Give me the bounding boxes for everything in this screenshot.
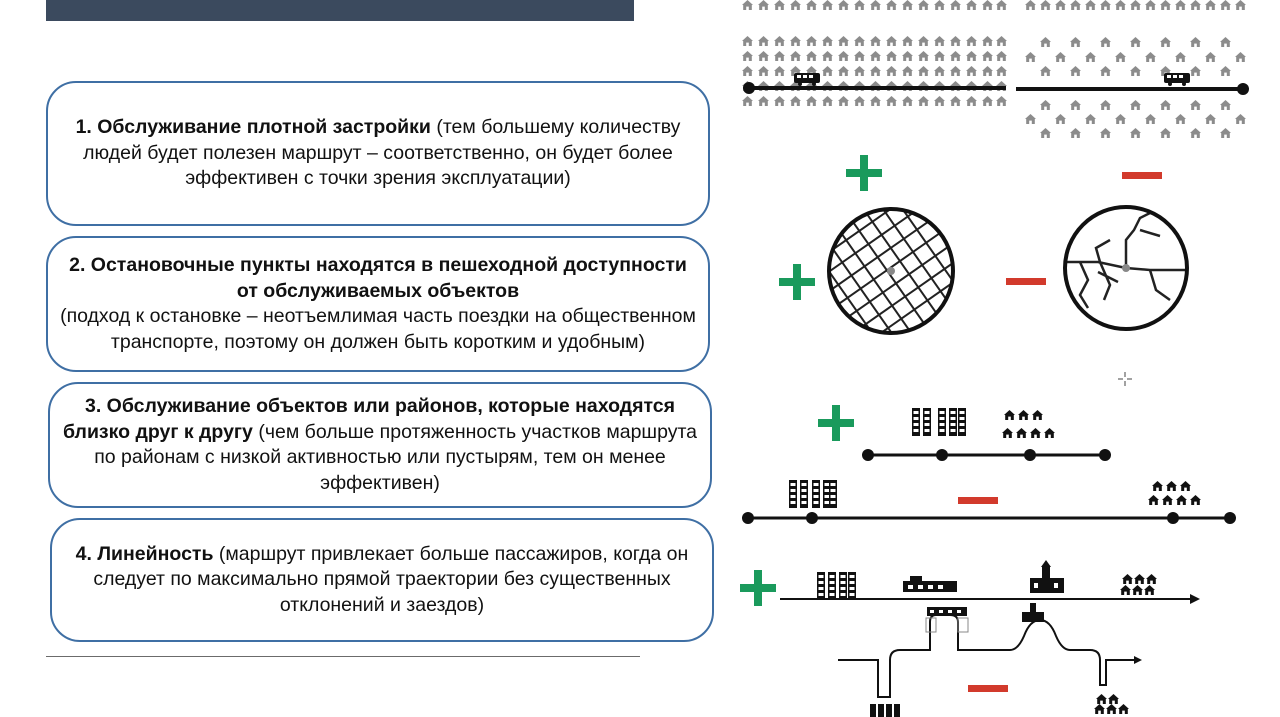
sparse-houses-right [1025,0,1246,138]
factory-icon [903,576,957,592]
crosshair-cursor-icon [1118,372,1132,386]
church-icon [1030,560,1064,593]
criterion-title: 2. Остановочные пункты находятся в пешех… [69,254,687,302]
criterion-description: (маршрут привлекает больше пассажиров, к… [93,542,689,616]
divider [46,656,640,657]
minus-icon [968,685,1008,692]
title-bar [46,0,634,21]
criterion-description: (тем большему количеству людей будет пол… [83,116,681,190]
criterion-title: 3. Обслуживание объектов или районов, ко… [63,395,676,443]
plus-icon [740,570,776,606]
criterion-card-4: 4. Линейность (маршрут привлекает больше… [50,518,714,642]
plus-icon [846,155,882,191]
criterion-title: 1. Обслуживание плотной застройки [75,116,431,139]
criterion-card-2: 2. Остановочные пункты находятся в пешех… [46,236,710,372]
bus-icon [1164,73,1190,86]
house-cluster-icon [1148,481,1201,505]
apartment-icon [817,572,856,600]
house-cluster-icon [1002,410,1055,438]
criterion-card-3: 3. Обслуживание объектов или районов, ко… [48,382,712,508]
winding-route [838,614,1136,698]
minus-icon [958,497,998,504]
illustrations-panel [740,0,1249,717]
minus-icon [1006,278,1046,285]
apartment-icon [870,704,900,717]
factory-icon [925,607,969,633]
criterion-description: (чем больше протяженность участков маршр… [94,420,697,494]
criterion-card-1: 1. Обслуживание плотной застройки (тем б… [46,81,710,226]
minus-icon [1122,172,1162,179]
house-cluster-icon [1094,694,1129,714]
criterion-title: 4. Линейность [75,542,214,565]
plus-icon [779,264,815,300]
dense-houses-left [742,0,1007,106]
apartment-icon [789,480,837,508]
church-icon [1022,603,1044,622]
plus-icon [818,405,854,441]
irregular-street-circle [1063,205,1189,331]
house-cluster-icon [1120,574,1157,595]
grid-street-circle [827,207,955,335]
criterion-description: (подход к остановке – неотъемлимая часть… [60,305,696,353]
apartment-icon [912,408,966,436]
